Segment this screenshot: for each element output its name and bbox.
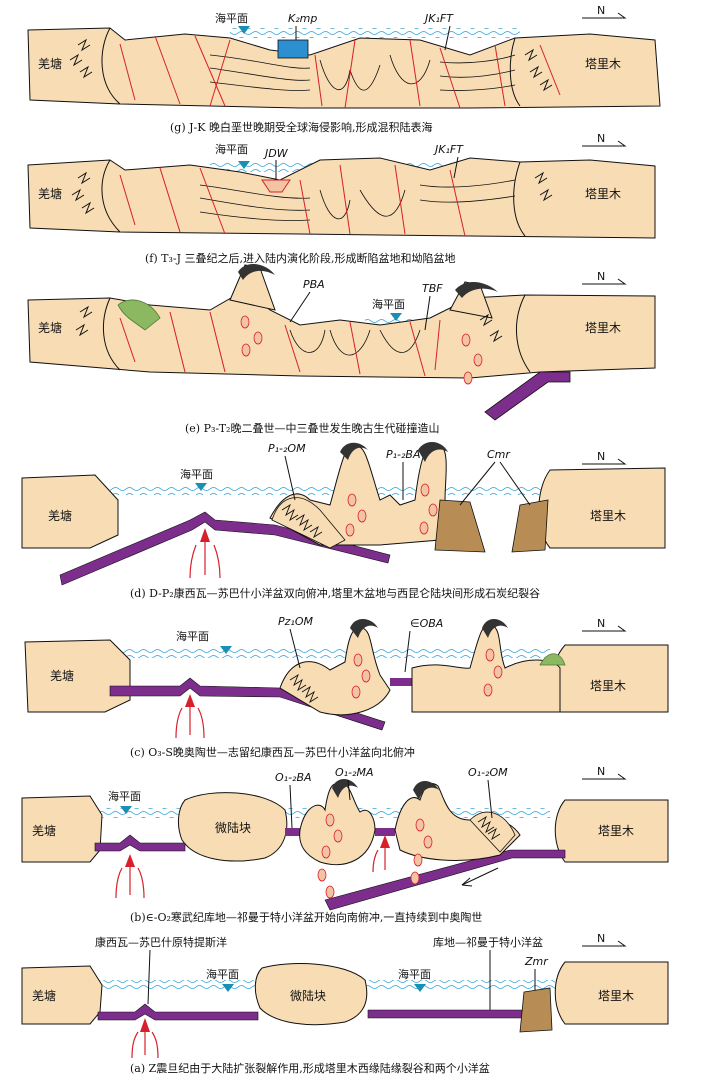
rift-block-right xyxy=(511,499,549,553)
label-p12ba: P₁-₂BA xyxy=(386,448,421,461)
svg-text:海平面: 海平面 xyxy=(180,467,213,481)
caption-d: (d) D-P₂康西瓦—苏巴什小洋盆双向俯冲,塔里木盆地与西昆仑陆块间形成石炭纪… xyxy=(130,586,540,600)
graben-deposit xyxy=(261,179,291,193)
magma-drops xyxy=(240,315,483,385)
sea-water xyxy=(230,28,520,38)
svg-text:N: N xyxy=(597,270,605,283)
label-p12om: P₁-₂OM xyxy=(268,442,306,455)
subducted-slab xyxy=(484,371,571,421)
label-o12ma: O₁-₂MA xyxy=(335,766,373,779)
svg-text:塔里木: 塔里木 xyxy=(585,321,621,335)
north-label: N xyxy=(597,4,605,17)
svg-text:N: N xyxy=(597,765,605,778)
panel-a: 海平面 海平面 康西瓦—苏巴什原特提斯洋 库地—祁曼于特小洋盆 Zmr 微陆块 … xyxy=(21,932,669,1075)
svg-text:羌塘: 羌塘 xyxy=(38,186,62,201)
upwelling-arrows xyxy=(189,540,221,579)
label-coba: ∈OBA xyxy=(410,617,443,630)
svg-text:塔里木: 塔里木 xyxy=(598,824,634,838)
qiangtang-label: 羌塘 xyxy=(38,56,62,71)
label-o12ba: O₁-₂BA xyxy=(275,771,312,784)
green-melange xyxy=(117,299,161,331)
zigzag-folds xyxy=(69,38,553,92)
panel-c: 海平面 Pz₁OM ∈OBA 羌塘 塔里木 N (c) O₃-S晚奥陶世—志留纪… xyxy=(24,615,669,759)
caption-a: (a) Z震旦纪由于大陆扩张裂解作用,形成塔里木西缘陆缘裂谷和两个小洋盆 xyxy=(130,1061,490,1075)
svg-text:海平面: 海平面 xyxy=(398,967,431,981)
svg-text:塔里木: 塔里木 xyxy=(598,989,634,1003)
panel-g: 海平面 K₂mp JK₁FT 羌塘 塔里木 N (g) J-K 晚白垩世晚期受全… xyxy=(27,4,661,134)
svg-text:羌塘: 羌塘 xyxy=(38,320,62,335)
caption-f: (f) T₃-J 三叠纪之后,进入陆内演化阶段,形成断陷盆地和坳陷盆地 xyxy=(145,251,456,265)
svg-text:海平面: 海平面 xyxy=(108,789,141,803)
svg-text:海平面: 海平面 xyxy=(215,142,248,156)
svg-text:N: N xyxy=(597,617,605,630)
label-jk1ft: JK₁FT xyxy=(423,12,454,25)
svg-text:海平面: 海平面 xyxy=(176,629,209,643)
panel-f: 海平面 JDW JK₁FT 羌塘 塔里木 N (f) T₃-J 三叠纪之后,进入… xyxy=(27,132,656,265)
svg-text:海平面: 海平面 xyxy=(206,967,239,981)
label-tbf: TBF xyxy=(422,282,443,295)
fold-lines xyxy=(209,54,516,91)
panel-e: 海平面 PBA TBF 羌塘 塔里木 N (e) P₃-T₂晚二叠世—中三叠世发… xyxy=(27,264,656,435)
microcontinent-label: 微陆块 xyxy=(215,820,251,835)
svg-text:微陆块: 微陆块 xyxy=(290,988,326,1003)
label-jdw: JDW xyxy=(263,147,289,160)
svg-text:羌塘: 羌塘 xyxy=(50,668,74,683)
carbonate-deposit xyxy=(277,39,309,59)
panel-b: 海平面 O₁-₂BA O₁-₂MA O₁-₂OM 微陆块 羌塘 塔里木 N (b… xyxy=(21,765,669,924)
svg-text:塔里木: 塔里木 xyxy=(590,679,626,693)
rift-block-left xyxy=(434,499,486,553)
svg-text:N: N xyxy=(597,450,605,463)
label-zmr: Zmr xyxy=(524,955,549,968)
svg-text:海平面: 海平面 xyxy=(372,297,405,311)
svg-text:羌塘: 羌塘 xyxy=(32,988,56,1003)
label-cmr: Cmr xyxy=(487,448,511,461)
label-kangxiwa: 康西瓦—苏巴什原特提斯洋 xyxy=(95,935,227,949)
arc-top xyxy=(238,264,275,280)
crust-block xyxy=(27,27,661,109)
svg-text:N: N xyxy=(597,932,605,945)
svg-text:塔里木: 塔里木 xyxy=(585,187,621,201)
label-pz1om: Pz₁OM xyxy=(278,615,313,628)
label-kudi: 库地—祁曼于特小洋盆 xyxy=(433,935,543,949)
accretionary-wedge xyxy=(271,497,346,549)
label-pba: PBA xyxy=(303,278,325,291)
sea-level-label: 海平面 xyxy=(215,11,248,25)
label-k2mp: K₂mp xyxy=(288,12,317,25)
caption-c: (c) O₃-S晚奥陶世—志留纪康西瓦—苏巴什小洋盆向北俯冲 xyxy=(130,745,415,759)
caption-b: (b)∈-O₂寒武纪库地—祁曼于特小洋盆开始向南俯冲,一直持续到中奥陶世 xyxy=(130,910,482,924)
convergence-arrow-icon xyxy=(461,867,499,886)
panel-d: 海平面 P₁-₂OM P₁-₂BA Cmr 羌塘 塔里木 N (d) D-P₂康… xyxy=(21,441,666,600)
label-jk1ft-f: JK₁FT xyxy=(433,143,464,156)
svg-text:N: N xyxy=(597,132,605,145)
caption-g: (g) J-K 晚白垩世晚期受全球海侵影响,形成混积陆表海 xyxy=(170,120,432,134)
svg-text:羌塘: 羌塘 xyxy=(48,508,72,523)
fault-lines xyxy=(119,35,561,109)
svg-text:羌塘: 羌塘 xyxy=(32,823,56,838)
sea-level-triangle xyxy=(238,26,250,34)
caption-e: (e) P₃-T₂晚二叠世—中三叠世发生晚古生代碰撞造山 xyxy=(185,421,439,435)
north-arrow-icon xyxy=(582,12,627,19)
svg-text:塔里木: 塔里木 xyxy=(590,509,626,523)
tarim-label: 塔里木 xyxy=(585,57,621,71)
label-o12om: O₁-₂OM xyxy=(468,766,508,779)
